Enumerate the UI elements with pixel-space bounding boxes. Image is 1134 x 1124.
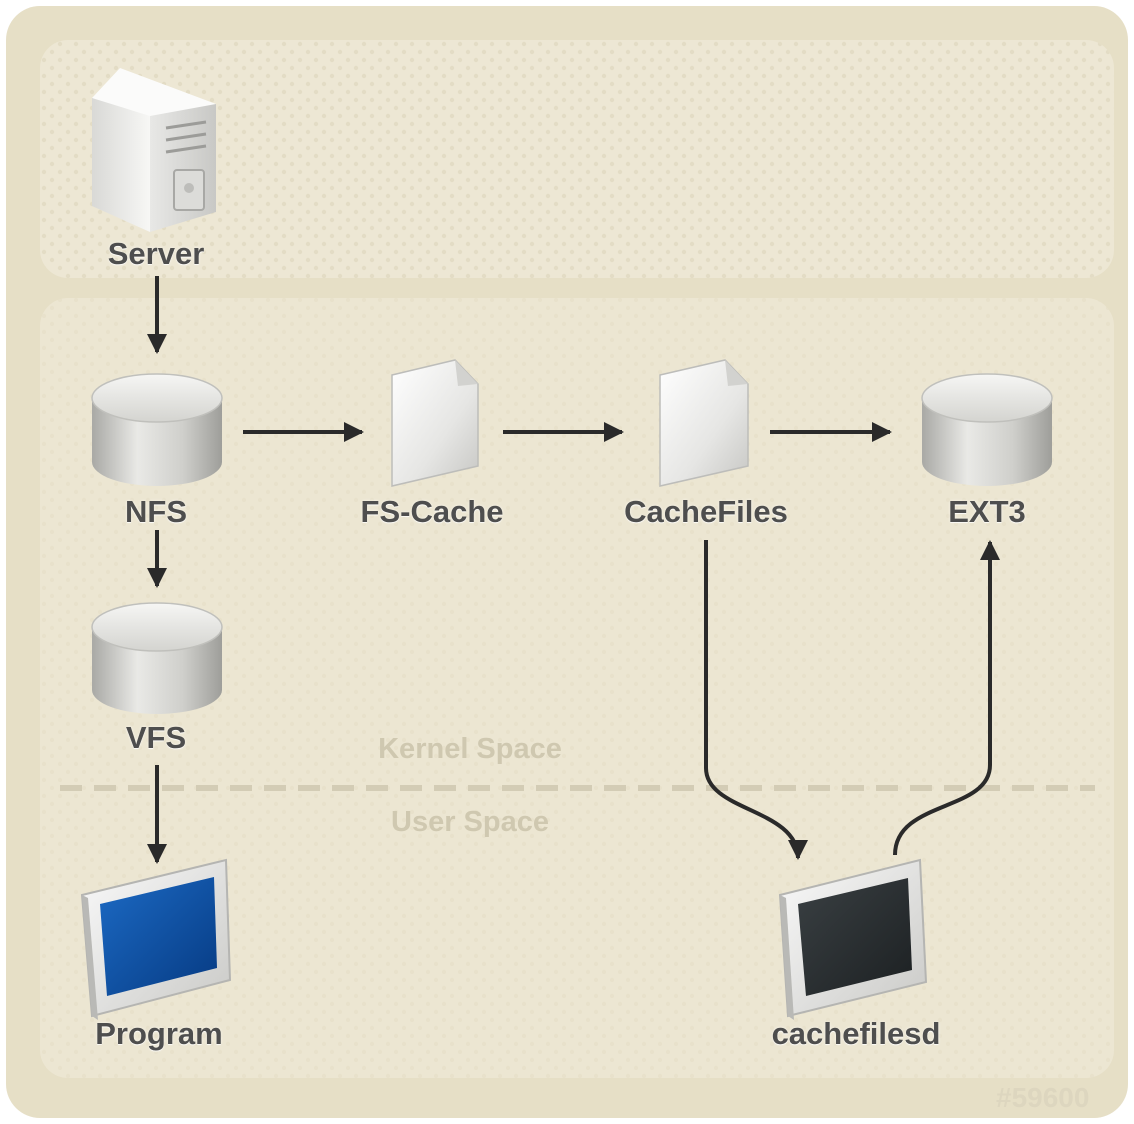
- arrow-cachefilesd-to-ext3: [893, 540, 1000, 856]
- edges: [147, 276, 1000, 864]
- kernel-space-label: Kernel Space: [378, 733, 562, 765]
- program-label: Program: [95, 1016, 223, 1051]
- server-tower-icon: [92, 68, 216, 232]
- cachefiles-label: CacheFiles: [624, 494, 788, 529]
- server-panel-texture: [40, 40, 1114, 278]
- cachefilesd-monitor-icon: [778, 858, 928, 1020]
- nfs-database-icon: [91, 373, 223, 486]
- figure-id: #59600: [996, 1082, 1090, 1113]
- fscache-label: FS-Cache: [360, 494, 504, 529]
- cachefilesd-label: cachefilesd: [771, 1016, 941, 1051]
- ext3-database-icon: [921, 373, 1053, 486]
- server-label: Server: [107, 236, 205, 271]
- user-space-label: User Space: [391, 806, 549, 838]
- vfs-label: VFS: [125, 720, 187, 755]
- vfs-database-icon: [91, 602, 223, 714]
- program-monitor-icon: [80, 858, 232, 1020]
- nfs-label: NFS: [125, 494, 187, 529]
- arrow-cachefiles-to-cachefilesd: [704, 540, 808, 860]
- cachefiles-document-icon: [659, 359, 749, 487]
- ext3-label: EXT3: [948, 494, 1026, 529]
- fscache-document-icon: [391, 359, 479, 487]
